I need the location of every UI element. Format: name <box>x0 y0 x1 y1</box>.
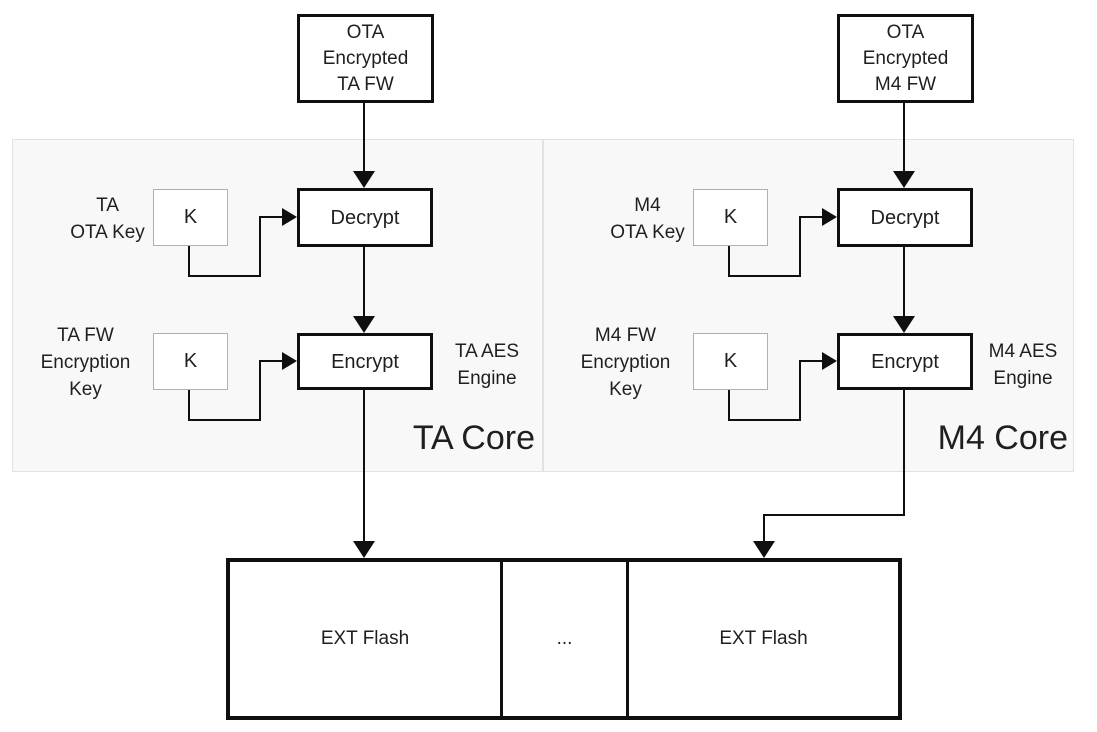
ta-encrypt-box: Encrypt <box>297 333 433 390</box>
arrow-ota-to-decrypt-ta-head <box>353 171 375 188</box>
m4-core-region <box>543 139 1074 472</box>
ota-encrypted-m4-fw-line1: OTA <box>886 21 925 43</box>
ota-encrypted-ta-fw-line3: TA FW <box>337 73 394 95</box>
ta-decrypt-box: Decrypt <box>297 188 433 247</box>
ta-key1-connector-seg3 <box>259 216 261 277</box>
ta-core-label-text: TA Core <box>412 419 535 457</box>
ta-key1-connector-seg2 <box>188 275 261 277</box>
arrow-encrypt-to-flash-m4-seg2 <box>763 514 905 516</box>
arrow-encrypt-to-flash-ta-line <box>363 390 365 542</box>
ta-ota-key-label-line2: OTA Key <box>70 222 145 243</box>
ota-encrypted-m4-fw-line2: Encrypted <box>862 47 949 69</box>
ota-encrypted-ta-fw-box: OTA Encrypted TA FW <box>297 14 434 103</box>
ta-encrypt-label: Encrypt <box>331 350 399 373</box>
ota-encrypted-ta-fw-line2: Encrypted <box>322 47 409 69</box>
ta-key2-connector-seg4 <box>259 360 283 362</box>
ta-core-region <box>12 139 543 472</box>
ta-aes-engine-label: TA AES Engine <box>437 338 537 392</box>
m4-fw-key-label-line2: Encryption <box>580 352 671 373</box>
m4-key2-connector-seg1 <box>728 390 730 421</box>
arrow-decrypt-to-encrypt-m4-line <box>903 247 905 317</box>
ext-flash-middle-label: ... <box>556 628 573 649</box>
ta-key2-connector-seg1 <box>188 390 190 421</box>
m4-key2-connector-head <box>822 352 837 370</box>
m4-key2-connector-seg3 <box>799 360 801 421</box>
m4-key2-connector-seg2 <box>728 419 801 421</box>
ta-key1-connector-seg1 <box>188 246 190 277</box>
m4-key1-connector-seg4 <box>799 216 823 218</box>
m4-ota-key-box: K <box>693 189 768 246</box>
ta-key2-connector-seg3 <box>259 360 261 421</box>
ta-aes-engine-line2: Engine <box>457 368 517 389</box>
ta-ota-key-label-line1: TA <box>96 195 119 216</box>
m4-ota-key-label-line2: OTA Key <box>610 222 685 243</box>
m4-aes-engine-line1: M4 AES <box>988 341 1058 362</box>
m4-aes-engine-line2: Engine <box>993 368 1053 389</box>
m4-key1-connector-seg2 <box>728 275 801 277</box>
ta-fw-key-label-line1: TA FW <box>57 325 114 346</box>
m4-fw-encryption-key-label: M4 FW Encryption Key <box>558 322 693 403</box>
ta-key1-connector-head <box>282 208 297 226</box>
m4-ota-key-label: M4 OTA Key <box>580 192 715 246</box>
ext-flash-left-label: EXT Flash <box>320 628 410 649</box>
arrow-ota-to-decrypt-ta-line <box>363 103 365 173</box>
arrow-encrypt-to-flash-m4-seg3 <box>763 514 765 543</box>
ota-encrypted-m4-fw-box: OTA Encrypted M4 FW <box>837 14 974 103</box>
m4-encrypt-label: Encrypt <box>871 350 939 373</box>
m4-core-label: M4 Core <box>920 419 1068 457</box>
m4-decrypt-box: Decrypt <box>837 188 973 247</box>
m4-ota-key-symbol: K <box>723 206 738 228</box>
ta-fw-key-label-line3: Key <box>69 379 102 400</box>
m4-encrypt-box: Encrypt <box>837 333 973 390</box>
m4-aes-engine-label: M4 AES Engine <box>973 338 1073 392</box>
ta-decrypt-label: Decrypt <box>330 206 400 229</box>
m4-core-label-text: M4 Core <box>937 419 1068 457</box>
arrow-decrypt-to-encrypt-m4-head <box>893 316 915 333</box>
arrow-encrypt-to-flash-m4-head <box>753 541 775 558</box>
m4-decrypt-label: Decrypt <box>870 206 940 229</box>
ta-aes-engine-line1: TA AES <box>454 341 520 362</box>
ext-flash-left-cell: EXT Flash <box>230 562 500 716</box>
ota-encrypted-ta-fw-line1: OTA <box>346 21 385 43</box>
ta-fw-key-label-line2: Encryption <box>40 352 131 373</box>
arrow-decrypt-to-encrypt-ta-head <box>353 316 375 333</box>
ta-fw-key-symbol: K <box>183 350 198 372</box>
arrow-encrypt-to-flash-ta-head <box>353 541 375 558</box>
arrow-ota-to-decrypt-m4-line <box>903 103 905 173</box>
ota-encrypted-m4-fw-line3: M4 FW <box>874 73 937 95</box>
m4-fw-key-label-line1: M4 FW <box>594 325 657 346</box>
arrow-decrypt-to-encrypt-ta-line <box>363 247 365 317</box>
arrow-ota-to-decrypt-m4-head <box>893 171 915 188</box>
ta-key2-connector-seg2 <box>188 419 261 421</box>
ta-core-label: TA Core <box>390 419 535 457</box>
arrow-encrypt-to-flash-m4-seg1 <box>903 390 905 516</box>
ta-key1-connector-seg4 <box>259 216 283 218</box>
m4-key1-connector-seg1 <box>728 246 730 277</box>
ext-flash-right-cell: EXT Flash <box>629 562 898 716</box>
ta-fw-key-box: K <box>153 333 228 390</box>
m4-fw-key-box: K <box>693 333 768 390</box>
m4-fw-key-symbol: K <box>723 350 738 372</box>
m4-fw-key-label-line3: Key <box>609 379 642 400</box>
m4-key1-connector-seg3 <box>799 216 801 277</box>
m4-ota-key-label-line1: M4 <box>634 195 661 216</box>
ta-ota-key-box: K <box>153 189 228 246</box>
ext-flash-middle-cell: ... <box>500 562 629 716</box>
ta-ota-key-symbol: K <box>183 206 198 228</box>
ext-flash-container: EXT Flash ... EXT Flash <box>226 558 902 720</box>
ta-key2-connector-head <box>282 352 297 370</box>
ext-flash-right-label: EXT Flash <box>719 628 808 649</box>
ta-fw-encryption-key-label: TA FW Encryption Key <box>18 322 153 403</box>
ta-ota-key-label: TA OTA Key <box>40 192 175 246</box>
m4-key2-connector-seg4 <box>799 360 823 362</box>
m4-key1-connector-head <box>822 208 837 226</box>
